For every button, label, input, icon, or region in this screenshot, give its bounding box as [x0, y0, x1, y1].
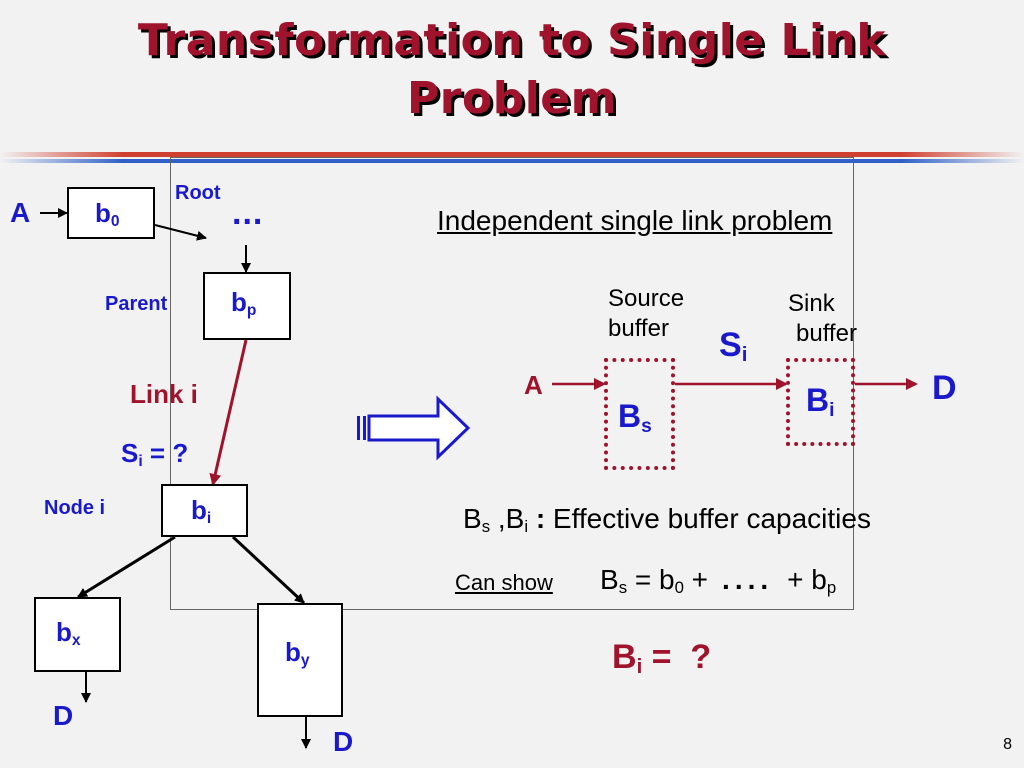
dest-d-2: D: [333, 726, 354, 757]
bp-box: bp: [203, 272, 291, 340]
b0-box: b0: [67, 187, 155, 239]
bi-label: bi: [191, 495, 212, 527]
problem-heading: Independent single link problem: [437, 205, 833, 236]
by-label: by: [285, 637, 310, 669]
transform-arrow-icon: [357, 395, 471, 461]
si-question: Si = ?: [121, 438, 189, 470]
bi-box: bi: [161, 484, 248, 537]
capacities-caption: Bs ,Bi : Effective buffer capacities: [463, 503, 871, 537]
b0-label: b0: [95, 198, 120, 230]
bs-equation: Bs = b0 +....+ bp: [600, 564, 837, 598]
bx-label: bx: [56, 617, 81, 649]
bi-buffer-label: Bi: [806, 382, 835, 421]
title-line-2: Problem: [407, 73, 617, 124]
slide-title: Transformation to Single Link Problem: [0, 12, 1024, 128]
parent-label: Parent: [105, 293, 168, 315]
dest-d-1: D: [53, 700, 74, 731]
node-a-label: A: [10, 197, 31, 228]
bs-label: Bs: [618, 398, 652, 437]
link-i-label: Link i: [130, 379, 198, 409]
edge-bi-bx: [77, 535, 176, 599]
bp-label: bp: [231, 287, 257, 319]
bx-box: bx: [34, 597, 121, 672]
edge-b0-root: [154, 224, 207, 241]
by-box: by: [257, 603, 343, 717]
root-label: Root: [175, 182, 221, 204]
page-number: 8: [1003, 736, 1012, 753]
node-i-label: Node i: [44, 497, 106, 519]
sink-buffer-box: Bi: [786, 358, 855, 446]
right-d-label: D: [932, 369, 957, 407]
source-buffer-box: Bs: [604, 358, 675, 470]
bi-question: Bi = ?: [612, 638, 712, 679]
edge-bi-by: [231, 535, 306, 605]
root-ellipsis: ...: [232, 194, 264, 232]
title-line-1: Transformation to Single Link: [137, 15, 887, 66]
source-buffer-label: Source buffer: [608, 285, 685, 342]
right-a-label: A: [524, 370, 543, 400]
title-divider: [0, 150, 1024, 166]
si-label: Si: [719, 326, 748, 367]
sink-buffer-label: Sink buffer: [788, 290, 857, 347]
link-i-edge: [209, 339, 248, 486]
can-show-label: Can show: [455, 570, 553, 595]
